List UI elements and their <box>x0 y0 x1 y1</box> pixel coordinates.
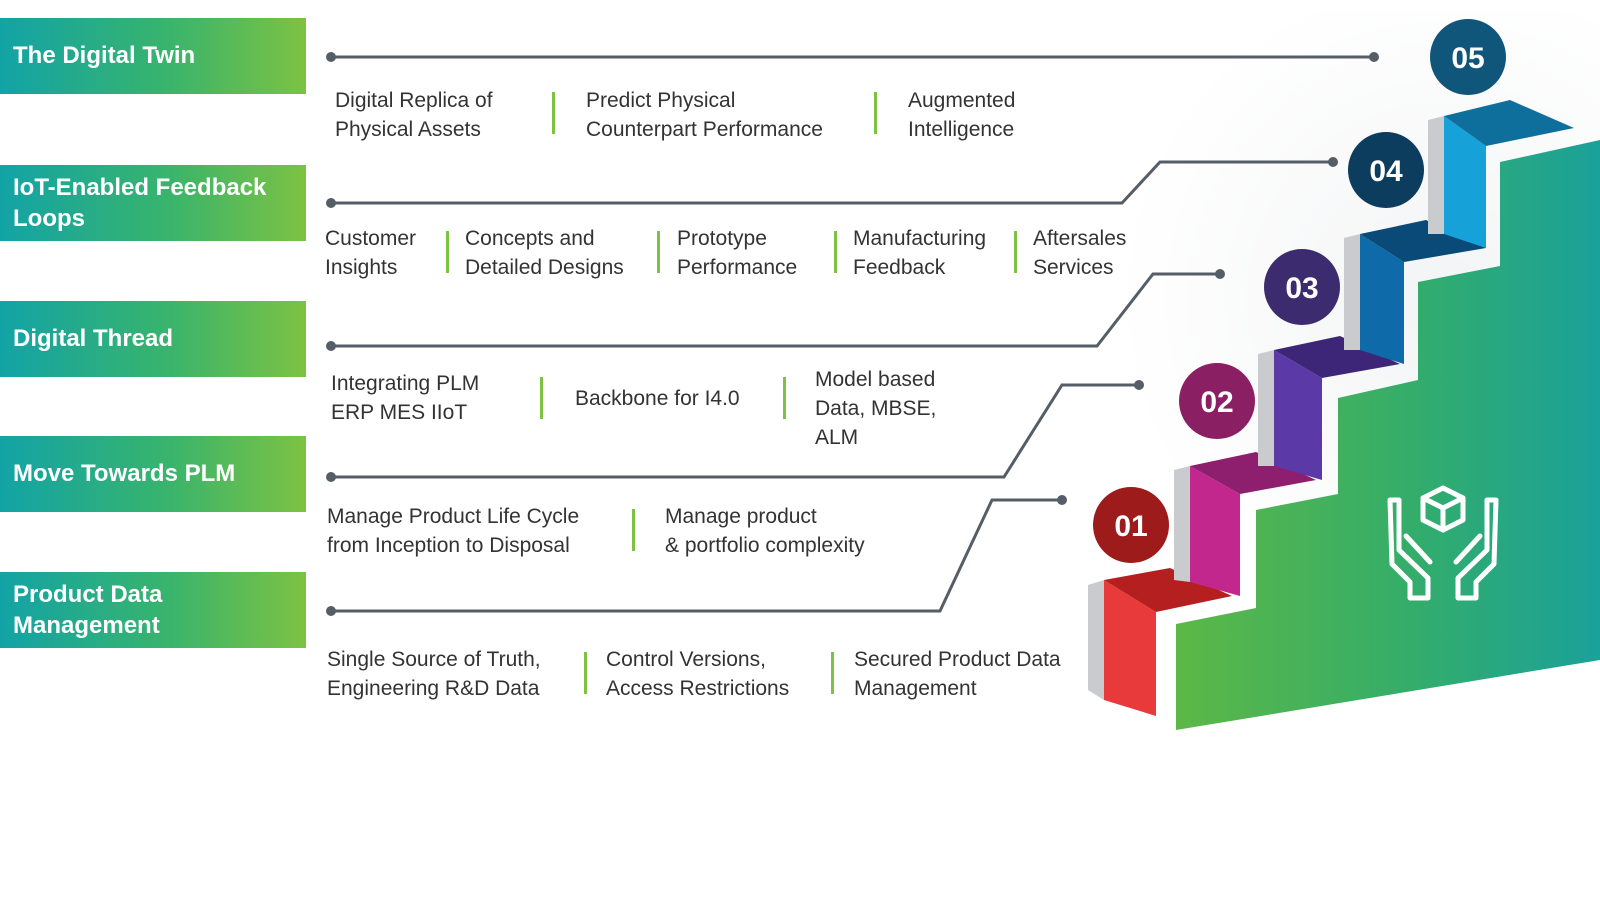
badge-05: 05 <box>1430 19 1506 95</box>
badge-05-circle <box>1430 19 1506 95</box>
separator <box>632 509 635 551</box>
badge-04-number: 04 <box>1369 155 1403 188</box>
badge-05-number: 05 <box>1451 42 1484 75</box>
separator <box>834 231 837 273</box>
step-02-top <box>1190 452 1316 494</box>
separator <box>831 652 834 694</box>
connector-lines <box>331 55 1374 613</box>
step-02-riser <box>1190 466 1240 596</box>
connector-04 <box>331 160 1333 205</box>
badge-03: 03 <box>1264 249 1340 325</box>
separator <box>552 92 555 134</box>
step-04-top <box>1360 220 1486 262</box>
connector-02 <box>331 383 1139 479</box>
step-01-riser <box>1104 580 1156 716</box>
stage-label-digital-twin: The Digital Twin <box>0 18 306 94</box>
badge-03-number: 03 <box>1285 272 1318 305</box>
connector-03 <box>331 272 1220 348</box>
step-01-side <box>1088 580 1104 700</box>
step-05-top <box>1444 100 1574 146</box>
separator <box>1014 231 1017 273</box>
hands-holding-box-icon <box>1387 485 1499 601</box>
item-secured-product-data: Secured Product Data Management <box>854 648 1061 700</box>
connector-02-end-dot <box>1134 380 1144 390</box>
step-03-side <box>1258 350 1274 466</box>
badge-04-circle <box>1348 132 1424 208</box>
stage-label-move-towards-plm: Move Towards PLM <box>0 436 306 512</box>
connector-02-start-dot <box>326 472 336 482</box>
badge-02-circle <box>1179 363 1255 439</box>
connector-04-start-dot <box>326 198 336 208</box>
separator <box>446 231 449 273</box>
item-prototype-performance: Prototype Performance <box>677 227 798 279</box>
item-augmented-intelligence: Augmented Intelligence <box>908 89 1016 141</box>
connector-05-end-dot <box>1369 52 1379 62</box>
badge-01-circle <box>1093 487 1169 563</box>
stage-label-digital-thread: Digital Thread <box>0 301 306 377</box>
step-04-side <box>1344 234 1360 350</box>
item-backbone-i40: Backbone for I4.0 <box>575 387 740 410</box>
step-01-top <box>1104 568 1232 612</box>
separator <box>657 231 660 273</box>
connector-03-start-dot <box>326 341 336 351</box>
item-manage-lifecycle: Manage Product Life Cycle from Inception… <box>327 505 580 557</box>
stage-label-iot-feedback-loops: IoT-Enabled Feedback Loops <box>0 165 306 241</box>
badge-02: 02 <box>1179 363 1255 439</box>
connector-03-end-dot <box>1215 269 1225 279</box>
item-manage-portfolio: Manage product & portfolio complexity <box>665 505 865 557</box>
connector-04-end-dot <box>1328 157 1338 167</box>
item-customer-insights: Customer Insights <box>325 227 417 279</box>
step-04-riser <box>1360 234 1404 364</box>
item-integrating-plm: Integrating PLM ERP MES IIoT <box>331 372 480 424</box>
separator <box>783 377 786 419</box>
item-aftersales-services: Aftersales Services <box>1033 227 1127 279</box>
item-predict-performance: Predict Physical Counterpart Performance <box>586 89 823 141</box>
badge-01: 01 <box>1093 487 1169 563</box>
badge-02-number: 02 <box>1200 386 1233 419</box>
step-05-riser <box>1444 116 1486 248</box>
connector-dots <box>326 52 1379 616</box>
step-03-riser <box>1274 350 1322 480</box>
connector-01-end-dot <box>1057 495 1067 505</box>
staircase-body <box>1176 140 1600 730</box>
step-03-top <box>1274 336 1400 378</box>
item-single-source-of-truth: Single Source of Truth, Engineering R&D … <box>327 648 541 700</box>
item-model-based-data: Model based Data, MBSE, ALM <box>815 368 937 449</box>
item-concepts-designs: Concepts and Detailed Designs <box>465 227 624 279</box>
badge-03-circle <box>1264 249 1340 325</box>
item-control-versions: Control Versions, Access Restrictions <box>606 648 790 700</box>
step-05-side <box>1428 116 1444 234</box>
separator <box>584 652 587 694</box>
stage-label-product-data-management: Product Data Management <box>0 572 306 648</box>
separator <box>874 92 877 134</box>
item-digital-replica: Digital Replica of Physical Assets <box>335 89 493 141</box>
badge-01-number: 01 <box>1114 510 1147 543</box>
connector-01-start-dot <box>326 606 336 616</box>
connector-05-start-dot <box>326 52 336 62</box>
step-02-side <box>1174 466 1190 582</box>
separator <box>540 377 543 419</box>
connector-01 <box>331 498 1062 613</box>
badge-04: 04 <box>1348 132 1424 208</box>
item-manufacturing-feedback: Manufacturing Feedback <box>853 227 987 279</box>
